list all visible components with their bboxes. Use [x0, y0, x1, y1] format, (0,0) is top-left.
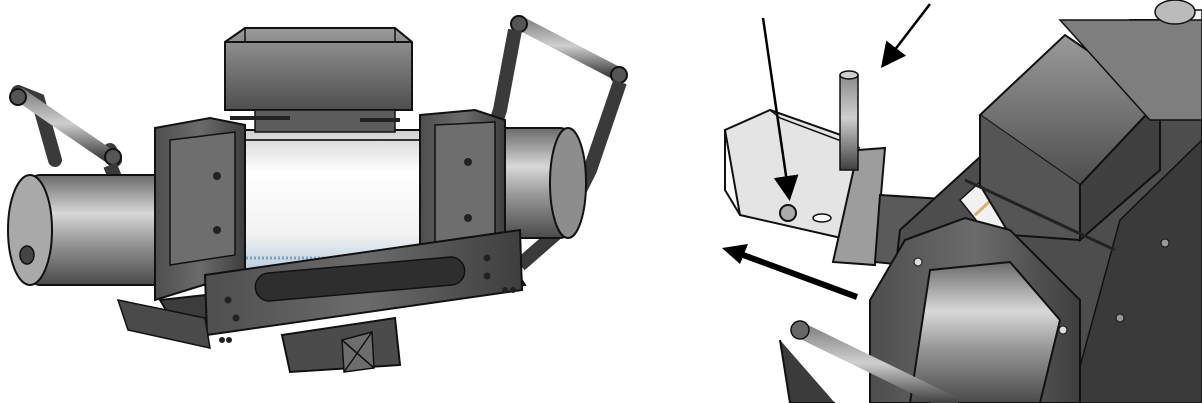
- winch-assembly-icon: [7, 15, 628, 374]
- handle-callout-arrow: [880, 3, 931, 68]
- winch-detail-icon: [723, 0, 1202, 403]
- detail-end-frame: [869, 216, 1081, 403]
- slide-direction-arrow: [733, 249, 859, 300]
- control-box: [224, 27, 413, 133]
- detail-handle: [779, 320, 958, 403]
- handle-pin: [839, 70, 859, 171]
- left-frame: [154, 116, 246, 302]
- detail-drum: [1058, 0, 1202, 121]
- right-frame: [419, 108, 506, 272]
- right-handle: [483, 15, 628, 271]
- base-plate: [116, 228, 527, 374]
- flange-plate: [831, 146, 887, 267]
- pin-callout-arrow: [761, 17, 799, 201]
- callout-arrows: [722, 3, 931, 300]
- slide-direction-arrowhead: [722, 244, 748, 264]
